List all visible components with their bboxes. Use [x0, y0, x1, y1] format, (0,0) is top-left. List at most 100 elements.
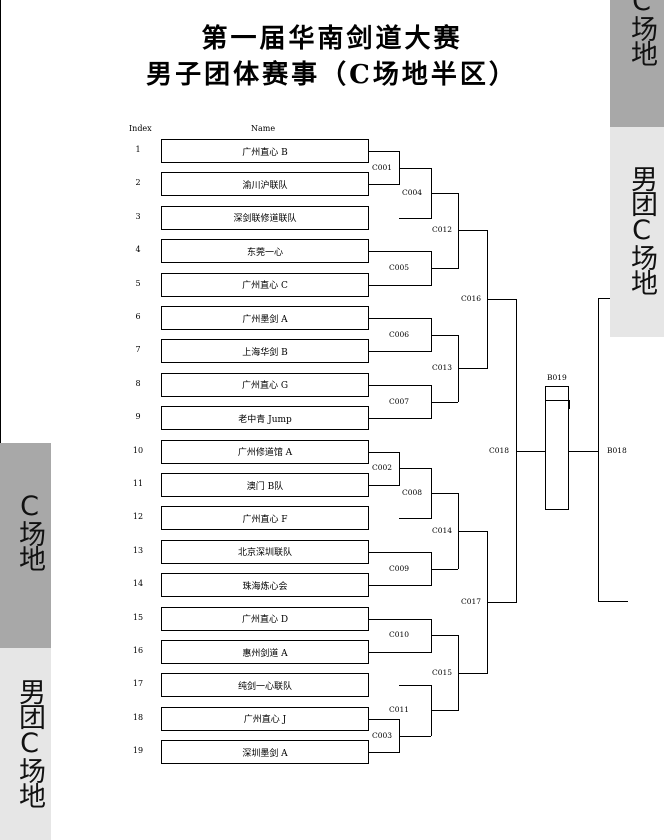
team-index: 11	[132, 479, 144, 488]
left-event-panel: 男团C场地	[0, 648, 51, 840]
bracket-line	[458, 530, 487, 532]
team-index: 14	[132, 579, 144, 589]
bracket-line	[545, 400, 569, 401]
match-label: C012	[432, 225, 453, 236]
match-label: C016	[461, 294, 482, 305]
team-index: 2	[135, 178, 141, 188]
team-box: 广州墨剑 A	[161, 306, 369, 330]
bracket-line	[431, 710, 458, 712]
page-title: 第一届华南剑道大赛	[201, 24, 463, 54]
bracket-line	[431, 192, 458, 194]
bracket-line	[369, 618, 431, 620]
team-index: 15	[132, 612, 144, 622]
team-index: 9	[135, 412, 141, 422]
top-right-venue-panel: C场地	[610, 0, 664, 127]
left-event-label: 男团C场地	[14, 678, 45, 807]
bracket-line	[431, 568, 458, 570]
bracket-line	[369, 652, 431, 653]
match-label: B018	[607, 445, 627, 456]
match-label: C017	[461, 596, 482, 607]
match-label: C006	[389, 329, 410, 340]
page-left-border	[0, 0, 1, 840]
bracket-line	[369, 585, 431, 587]
team-index: 10	[132, 445, 144, 455]
team-box: 深剑联修道联队	[161, 205, 369, 230]
team-index: 18	[132, 712, 144, 722]
team-index: 5	[135, 278, 141, 288]
bracket-line	[431, 493, 458, 495]
team-box: 广州直心 C	[161, 272, 369, 297]
match-label: C009	[389, 563, 410, 574]
match-label: C005	[389, 262, 410, 273]
bracket-line	[369, 318, 431, 319]
bracket-line	[598, 601, 628, 602]
match-label: C003	[372, 730, 393, 741]
team-index: 17	[132, 679, 144, 689]
team-index: 6	[135, 312, 141, 321]
team-box: 老中青 Jump	[161, 406, 369, 431]
bracket-line	[516, 450, 545, 452]
team-index: 8	[135, 378, 141, 388]
team-index: 19	[132, 746, 144, 756]
match-label: C018	[489, 445, 510, 456]
bracket-line	[369, 251, 431, 253]
bracket-line	[399, 685, 431, 687]
team-index: 12	[132, 512, 144, 522]
team-box: 惠州剑道 A	[161, 640, 369, 664]
bracket-line	[569, 400, 570, 409]
bracket-line	[369, 384, 431, 386]
left-venue-panel: C场地	[0, 443, 51, 648]
bracket-line	[369, 351, 431, 353]
bracket-line	[458, 230, 487, 232]
team-index: 1	[135, 145, 141, 154]
match-label: C015	[432, 667, 453, 678]
right-event-panel: 男团C场地	[610, 127, 664, 337]
bracket-line	[458, 368, 487, 370]
index-header: Index	[129, 124, 152, 133]
team-box: 广州直心 D	[161, 606, 369, 631]
bracket-line	[431, 334, 458, 336]
bracket-line	[369, 718, 399, 720]
team-index: 3	[135, 211, 141, 221]
bracket-line	[369, 752, 399, 754]
bracket-line	[369, 485, 399, 486]
team-box: 澳门 B队	[161, 473, 369, 497]
bracket-line	[569, 450, 598, 452]
team-index: 13	[132, 545, 144, 555]
team-box: 东莞一心	[161, 239, 369, 264]
bracket-line	[598, 298, 599, 602]
team-box: 广州直心 F	[161, 506, 369, 531]
match-label: C001	[372, 162, 393, 173]
bracket-line	[399, 217, 431, 219]
bracket-line	[369, 418, 431, 420]
bracket-line	[399, 735, 431, 737]
team-box: 广州修道馆 A	[161, 439, 369, 464]
bracket-line	[369, 551, 431, 553]
match-label: C008	[402, 488, 423, 499]
team-box: 广州直心 G	[161, 372, 369, 397]
bracket-line	[369, 451, 399, 453]
bracket-line	[369, 151, 399, 152]
final-box	[545, 386, 569, 510]
team-index: 7	[135, 345, 141, 355]
bracket-line	[431, 401, 458, 403]
team-index: 4	[135, 245, 141, 255]
match-label: C010	[389, 630, 410, 641]
bracket-line	[431, 635, 458, 637]
match-label: C014	[432, 525, 453, 536]
team-box: 珠海炼心会	[161, 573, 369, 598]
team-box: 广州直心 B	[161, 139, 369, 163]
bracket-line	[399, 468, 431, 470]
team-box: 广州直心 J	[161, 706, 369, 731]
left-venue-label: C场地	[14, 491, 45, 570]
bracket-line	[369, 284, 431, 286]
bracket-line	[458, 672, 487, 674]
match-label: C013	[432, 363, 453, 374]
match-label: B019	[547, 373, 567, 383]
bracket-line	[431, 267, 458, 269]
bracket-line	[399, 518, 431, 520]
match-label: C011	[389, 705, 410, 716]
right-event-label: 男团C场地	[626, 165, 657, 294]
team-box: 纯剑一心联队	[161, 673, 369, 698]
page-subtitle: 男子团体赛事（C场地半区）	[146, 60, 518, 90]
